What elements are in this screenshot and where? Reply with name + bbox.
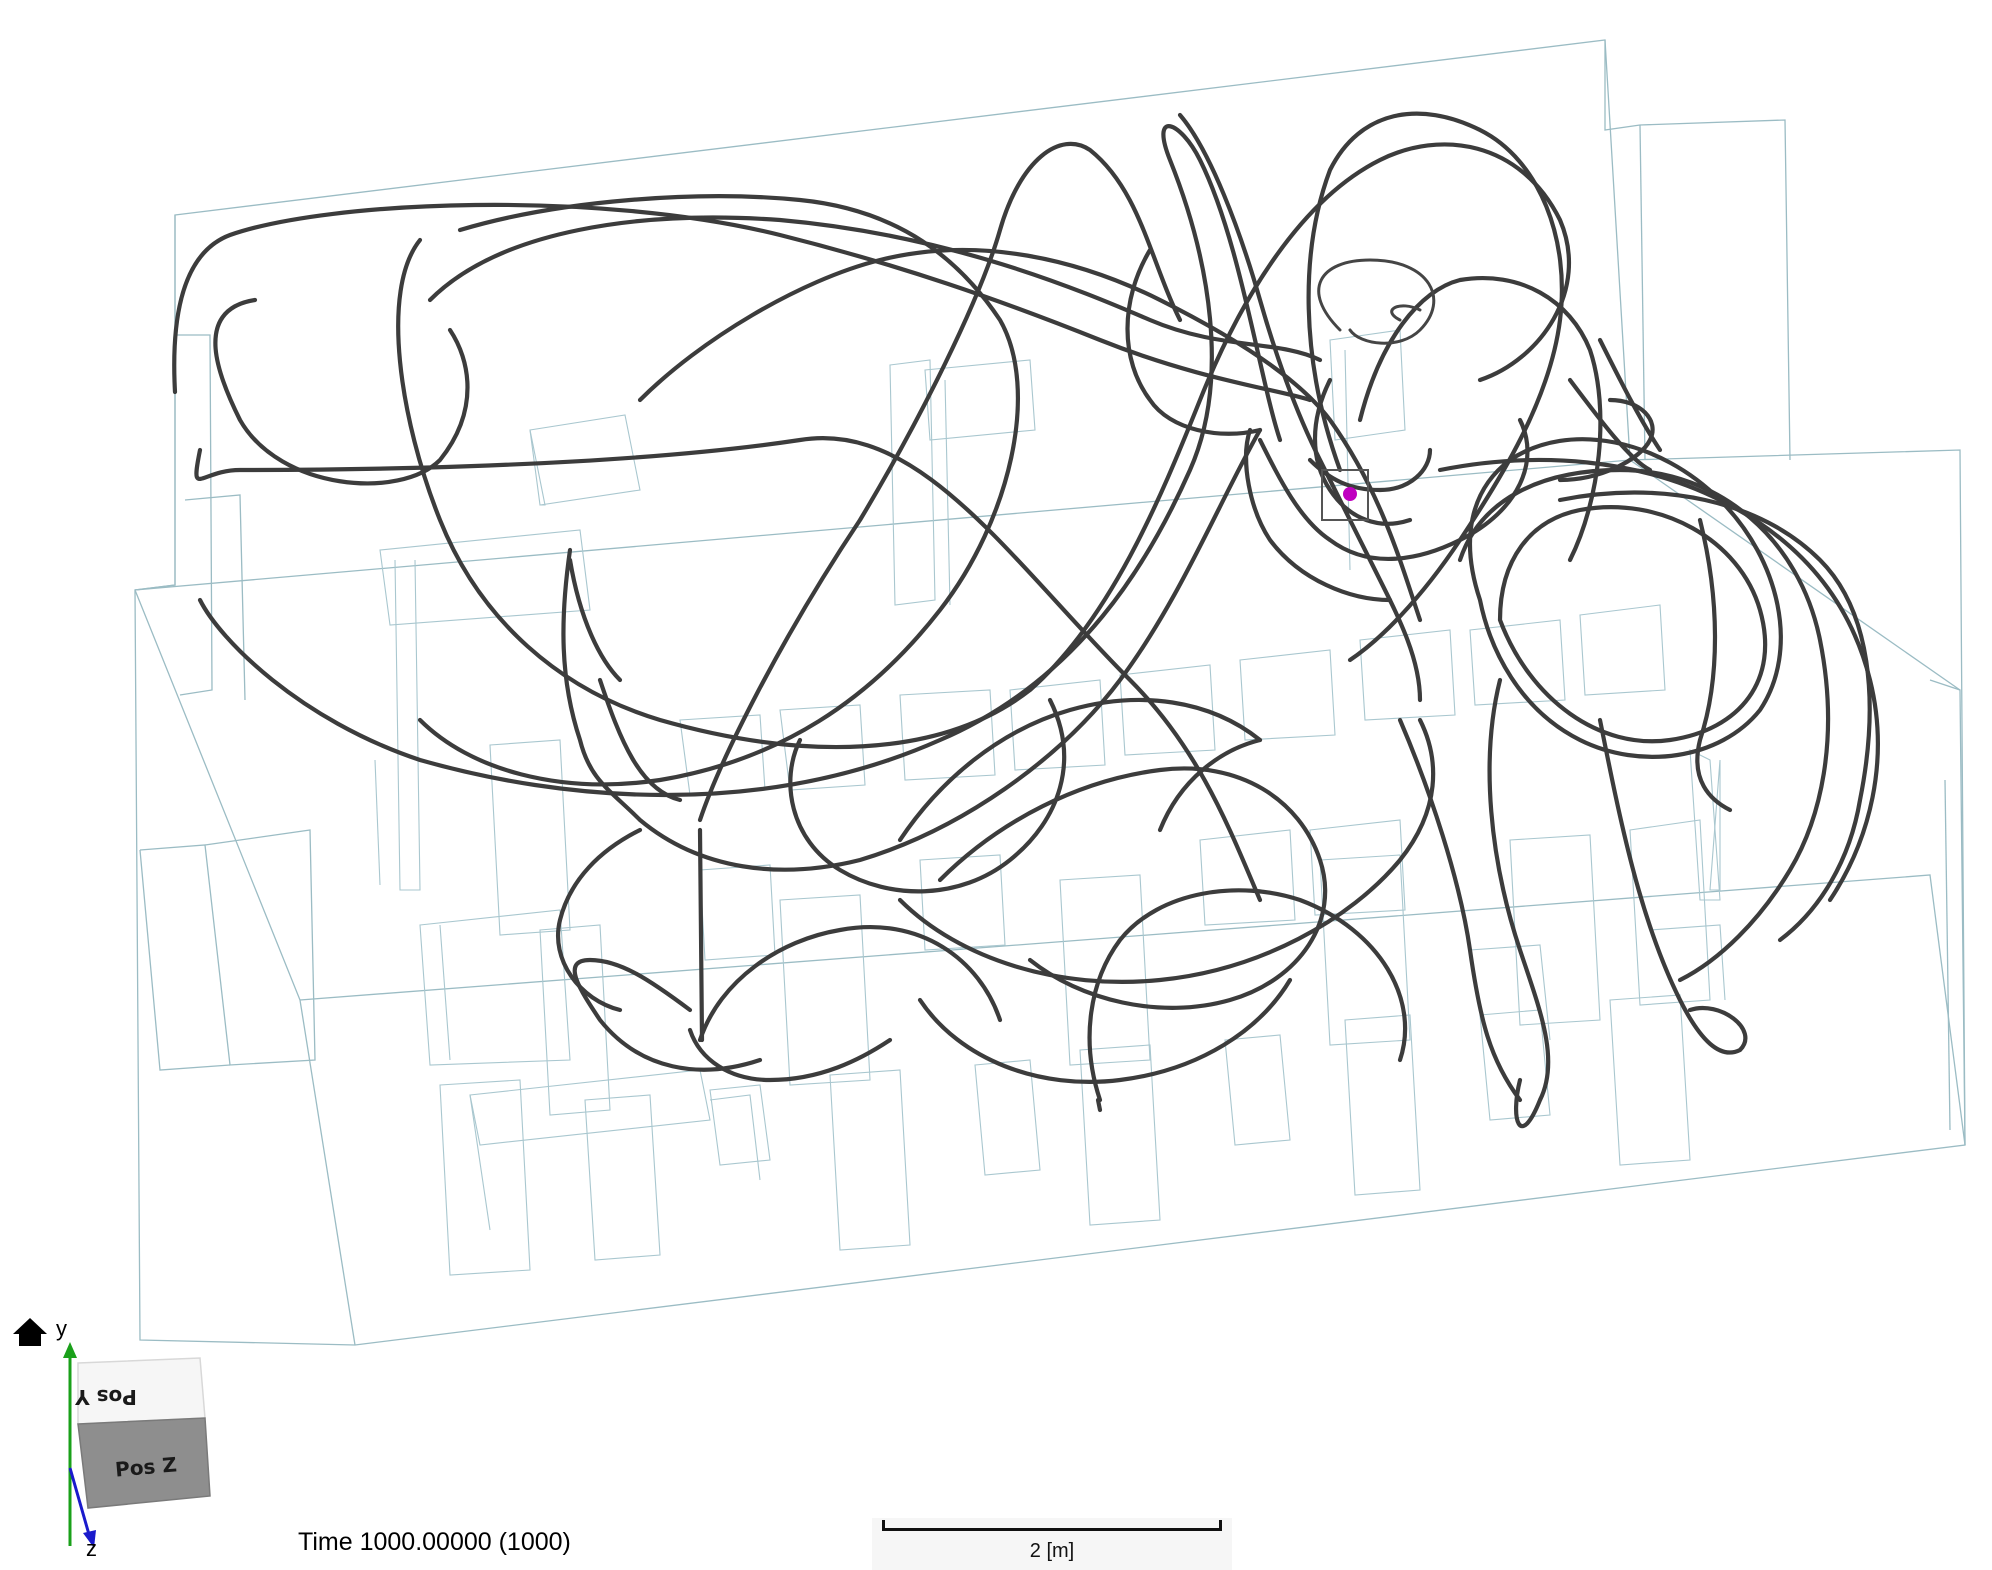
trajectory-1 [172, 202, 1313, 403]
trajectory-7 [427, 215, 1323, 363]
room-outline [134, 39, 1966, 1346]
left-pillar-2 [184, 494, 246, 701]
trajectory-17 [1457, 467, 1831, 983]
floor-mid-edge [299, 874, 1966, 1146]
scale-bar-label: 2 [m] [1029, 1540, 1075, 1562]
trajectory-31 [556, 827, 643, 1013]
trajectory-24 [897, 717, 1436, 984]
particle-trajectories [172, 111, 1880, 1129]
z-axis-label: z [86, 1536, 97, 1558]
left-block-base [139, 849, 231, 1071]
trajectory-37 [1390, 304, 1422, 322]
room-geometry [134, 39, 1966, 1346]
trajectory-39 [1313, 377, 1413, 526]
trajectory-21 [1397, 717, 1523, 1103]
floor-left-edge [134, 589, 356, 1346]
trajectory-36 [1317, 258, 1436, 345]
trajectory-23 [788, 697, 1067, 894]
trajectory-41 [1125, 247, 1263, 436]
home-icon[interactable] [13, 1318, 47, 1346]
trajectory-8 [561, 427, 1263, 872]
trajectory-22 [1597, 717, 1748, 1055]
trajectory-29 [697, 924, 1003, 1043]
trajectory-47 [1095, 1097, 1103, 1113]
trajectory-26 [1087, 888, 1408, 1103]
orientation-widget[interactable]: y z Pos Y Pos Z [10, 1308, 240, 1561]
trajectory-3 [194, 436, 1263, 903]
trajectory-25 [937, 766, 1328, 1010]
y-axis-arrow-icon [63, 1342, 77, 1358]
trajectory-46 [1157, 737, 1263, 833]
trajectory-14 [1357, 276, 1603, 563]
trajectory-19 [1437, 457, 1880, 903]
trajectory-33 [597, 677, 683, 803]
trajectory-16 [1497, 505, 1768, 744]
room-left-wall [134, 215, 176, 591]
z-axis-arrow-icon [83, 1530, 96, 1548]
room-right-back-wall [1604, 40, 1791, 461]
cube-top-label: Pos Y [75, 1385, 137, 1409]
trajectory-27 [917, 977, 1293, 1084]
trajectory-10 [697, 141, 1183, 823]
trajectory-13 [1306, 111, 1564, 663]
front-row-desks [419, 819, 1726, 1276]
trajectory-12 [1257, 417, 1530, 562]
trajectory-9 [637, 247, 1423, 623]
trajectory-42 [1567, 377, 1653, 473]
cube-front-label: Pos Z [114, 1452, 178, 1481]
trajectory-20 [1487, 677, 1551, 1129]
back-row-boxes [374, 329, 1406, 891]
trajectory-6 [417, 194, 1020, 787]
scale-bar: 2 [m] [872, 1518, 1232, 1570]
trajectory-34 [697, 827, 705, 1043]
trajectory-32 [687, 1027, 893, 1083]
time-annotation: Time 1000.00000 (1000) [298, 1528, 571, 1556]
y-axis-label: y [56, 1316, 67, 1341]
trajectory-28 [897, 697, 1263, 843]
trajectory-44 [1597, 337, 1663, 453]
trajectory-38 [1307, 447, 1433, 493]
trajectory-18 [1557, 490, 1872, 943]
left-block [139, 829, 316, 1066]
trajectory-35 [567, 557, 623, 683]
z-axis-line [68, 1467, 92, 1539]
trajectory-4 [197, 124, 1283, 798]
scale-bar-line [882, 1520, 1222, 1531]
trajectory-45 [1695, 517, 1733, 813]
room-right-front-inner [1944, 779, 1951, 1131]
trajectory-2 [213, 297, 470, 486]
trajectory-40 [1243, 427, 1393, 603]
source-marker [1321, 469, 1369, 521]
cube-front-face[interactable] [77, 1417, 211, 1509]
left-pillar [175, 334, 213, 696]
trajectory-5 [396, 142, 1571, 750]
room-right-inner-edge [1639, 124, 1646, 461]
middle-row-desks [489, 604, 1721, 961]
